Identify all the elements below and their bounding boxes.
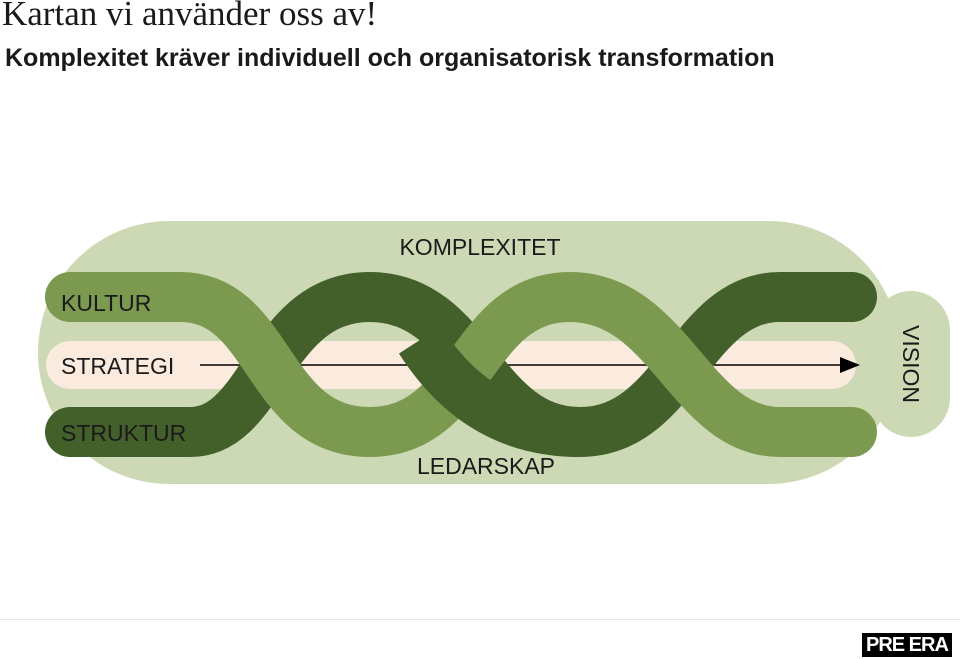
label-komplexitet: KOMPLEXITET <box>399 234 560 260</box>
strategy-arrow-head <box>840 357 860 373</box>
pre-era-logo: PRE ERA <box>862 633 952 657</box>
label-strategi: STRATEGI <box>61 353 174 379</box>
page-title: Kartan vi använder oss av! <box>2 0 378 33</box>
footer-divider <box>0 619 960 620</box>
struktur-strand-crossing <box>398 326 581 457</box>
label-ledarskap: LEDARSKAP <box>417 453 555 479</box>
page-subtitle: Komplexitet kräver individuell och organ… <box>5 44 775 72</box>
label-vision: VISION <box>898 325 924 403</box>
label-kultur: KULTUR <box>61 290 151 316</box>
label-struktur: STRUKTUR <box>61 420 186 446</box>
vision-pill <box>872 291 950 437</box>
